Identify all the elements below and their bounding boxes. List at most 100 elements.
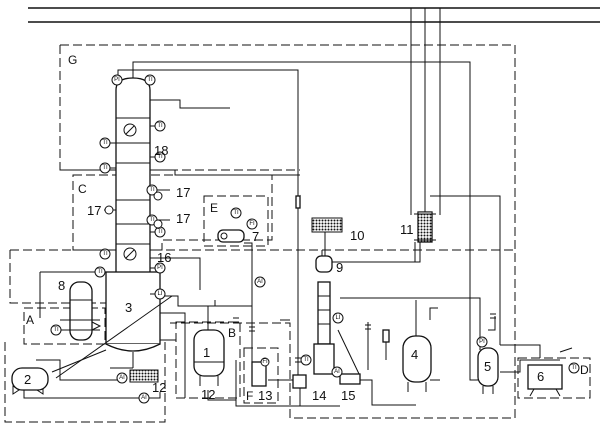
label-13: 13 (258, 388, 272, 403)
vessel-2 (11, 367, 49, 391)
label-6: 6 (537, 369, 544, 384)
ai-12-instrument: AI (116, 372, 128, 384)
ti-c4-instrument: TI (154, 226, 166, 238)
equipment-labels: 1 2 3 4 5 6 7 8 9 10 11 12 12 13 14 15 1… (24, 143, 544, 403)
svg-text:AI: AI (119, 375, 125, 381)
ti-2-instrument: TI (99, 137, 111, 149)
ti-top-instrument: TI (144, 74, 156, 86)
pump-15 (339, 373, 361, 385)
vessel-4 (402, 335, 432, 392)
svg-text:TI: TI (303, 357, 309, 363)
ti-17b-instrument (153, 219, 163, 229)
svg-text:TI: TI (571, 365, 577, 371)
svg-text:TI: TI (102, 165, 108, 171)
gauge-15 (382, 329, 390, 343)
condenser-7 (217, 229, 245, 243)
ti-c3-instrument (104, 205, 114, 215)
label-8: 8 (58, 278, 65, 293)
li-3-instrument: LI (154, 288, 166, 300)
ti-4-instrument: TI (99, 162, 111, 174)
ai-12b-instrument: AI (138, 392, 150, 404)
zone-label-a: A (26, 313, 34, 327)
ti-16-instrument: TI (99, 248, 111, 260)
svg-text:AI: AI (334, 369, 340, 375)
instrument-bubbles: PI TI TI TI TI TI TI TI TI TI PI LI TI T… (50, 74, 580, 404)
fi-13-instrument: FI (260, 357, 270, 367)
li-15-instrument: LI (332, 312, 344, 324)
svg-text:TI: TI (97, 269, 103, 275)
label-17c: 17 (176, 211, 190, 226)
label-4: 4 (411, 347, 418, 362)
svg-text:PI: PI (114, 77, 120, 83)
vessel-1 (193, 329, 225, 386)
unit-6 (527, 364, 563, 397)
label-7: 7 (252, 229, 259, 244)
zone-label-b: B (228, 326, 236, 340)
svg-text:TI: TI (147, 77, 153, 83)
filter-10 (311, 217, 343, 233)
ti-6-instrument: TI (568, 362, 580, 374)
ai-1-instrument: AI (254, 276, 266, 288)
cooler-11 (414, 211, 436, 243)
label-10: 10 (350, 228, 364, 243)
main-column (105, 77, 161, 369)
svg-text:TI: TI (102, 140, 108, 146)
valves (12, 194, 496, 395)
vessel-5 (477, 347, 499, 394)
label-18: 18 (154, 143, 168, 158)
label-12b: 12 (201, 387, 215, 402)
ti-17a-instrument (153, 191, 163, 201)
process-piping (23, 61, 573, 407)
column-14 (313, 281, 335, 375)
zone-label-d: D (580, 363, 589, 377)
svg-text:TI: TI (157, 229, 163, 235)
ti-a-instrument: TI (50, 324, 62, 336)
label-1: 1 (203, 345, 210, 360)
ti-e-instrument: TI (230, 207, 242, 219)
label-12a: 12 (152, 380, 166, 395)
pi-16-instrument: PI (154, 262, 166, 274)
ti-1-instrument: TI (154, 120, 166, 132)
svg-text:PI: PI (157, 265, 163, 271)
fi-e-instrument: FI (246, 218, 258, 230)
ti-8-instrument: TI (94, 266, 106, 278)
svg-text:TI: TI (233, 210, 239, 216)
svg-text:TI: TI (149, 187, 155, 193)
pi-top-instrument: PI (111, 74, 123, 86)
ti-c1-instrument: TI (146, 184, 158, 196)
zone-label-f: F (246, 389, 253, 403)
pump-13 (251, 361, 267, 387)
svg-text:TI: TI (53, 327, 59, 333)
pump-14 (292, 374, 307, 389)
svg-text:AI: AI (257, 279, 263, 285)
vessel-8 (60, 281, 102, 341)
label-17b: 17 (87, 203, 101, 218)
label-14: 14 (312, 388, 326, 403)
header-pipes (28, 7, 600, 215)
label-2: 2 (24, 372, 31, 387)
ti-3-instrument: TI (154, 151, 166, 163)
zone-label-e: E (210, 201, 218, 215)
label-9: 9 (336, 260, 343, 275)
ai-15-instrument: AI (331, 366, 343, 378)
svg-text:PI: PI (479, 339, 485, 345)
svg-text:TI: TI (102, 251, 108, 257)
label-16: 16 (157, 250, 171, 265)
zone-labels: A B C D E F G (26, 53, 589, 403)
svg-text:TI: TI (157, 154, 163, 160)
svg-text:LI: LI (157, 291, 162, 297)
svg-text:LI: LI (335, 315, 340, 321)
label-15: 15 (341, 388, 355, 403)
label-11: 11 (400, 222, 414, 237)
pi-5-instrument: PI (476, 336, 488, 348)
svg-text:FI: FI (249, 221, 255, 227)
label-17a: 17 (176, 185, 190, 200)
svg-text:AI: AI (141, 395, 147, 401)
label-5: 5 (484, 359, 491, 374)
svg-text:FI: FI (262, 359, 268, 365)
svg-text:TI: TI (157, 123, 163, 129)
zone-label-c: C (78, 182, 87, 196)
svg-text:TI: TI (149, 217, 155, 223)
ti-14-instrument: TI (300, 354, 312, 366)
